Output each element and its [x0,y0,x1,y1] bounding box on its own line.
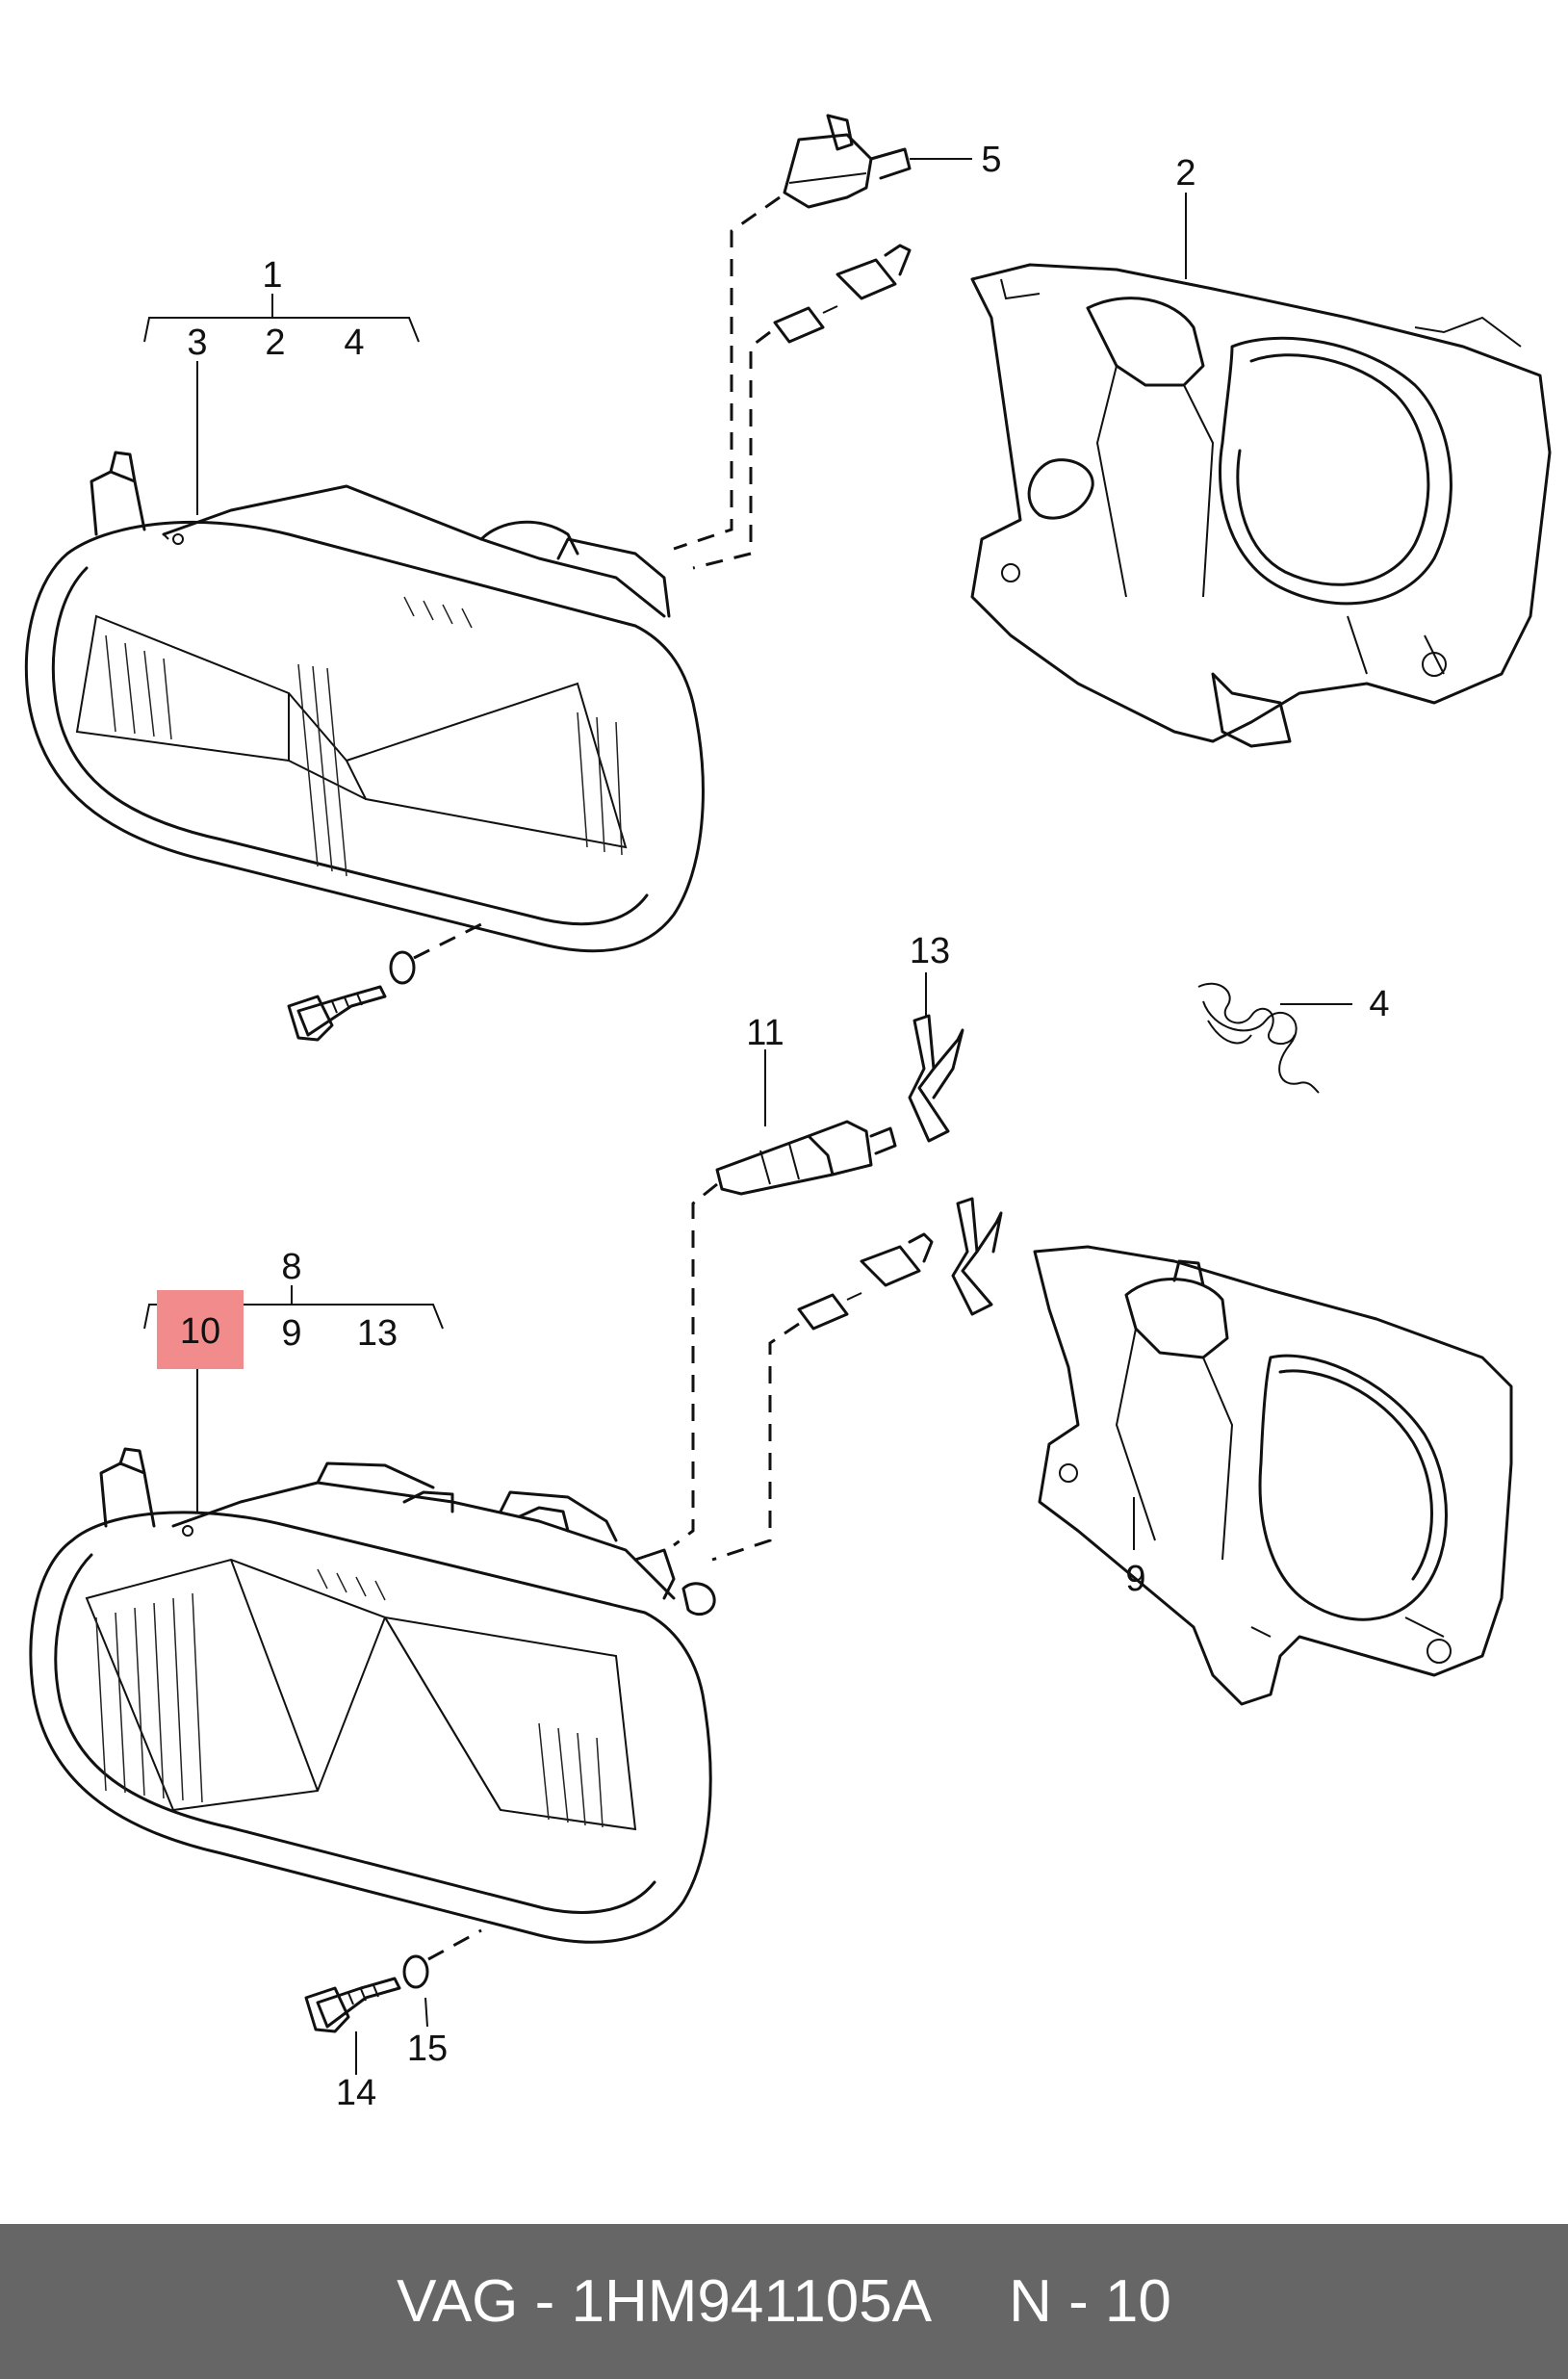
callout-labels: 1 3 2 4 5 2 13 11 4 8 10 9 13 9 15 14 [180,140,1390,2113]
callout-13-sub: 13 [357,1313,398,1354]
top-screw [287,922,482,1042]
callout-11: 11 [746,1013,784,1053]
headlight-housing-9 [1033,1245,1513,1706]
wire-dash-bottom-b [711,1322,800,1562]
wire-dash-top-b [692,330,771,570]
callout-9-housing: 9 [1125,1559,1145,1599]
wire-dash-top-a [673,195,781,551]
wire-dash-bottom-a [673,1182,718,1547]
headlight-exploded-diagram: 1 3 2 4 5 2 13 11 4 8 10 9 13 9 15 14 [24,114,1552,2113]
top-headlight-assembly [24,294,705,1042]
callout-14: 14 [336,2073,376,2113]
callout-1: 1 [262,255,282,296]
highlight-box-10 [157,1290,244,1369]
retaining-clip-13 [908,972,964,1143]
callout-4: 4 [344,323,364,363]
headlight-housing-2 [970,193,1552,748]
wire-harness-4 [1197,982,1352,1094]
part-reference: VAG - 1HM941105A [397,2268,933,2335]
bottom-screw [304,1928,482,2075]
callout-10: 10 [180,1311,220,1352]
parking-bulbs-bottom [797,1197,1003,1331]
page-reference: N - 10 [1009,2268,1171,2335]
callout-5: 5 [981,140,1001,180]
callout-4-wire: 4 [1369,984,1389,1024]
callout-15: 15 [407,2029,448,2069]
bulb-h4 [783,114,972,209]
callout-9-sub: 9 [281,1313,301,1354]
callout-2-housing: 2 [1175,153,1195,194]
footer-bar: VAG - 1HM941105A N - 10 [0,2224,1568,2379]
bulb-h1 [715,1049,897,1196]
callout-3: 3 [187,323,207,363]
leader-15 [424,1997,428,2028]
callout-13-clip: 13 [910,931,950,971]
bottom-headlight-assembly [29,1285,716,2075]
parking-bulbs-top [773,244,912,344]
group-bracket-1 [143,317,420,343]
callout-8: 8 [281,1247,301,1287]
callout-2: 2 [265,323,285,363]
